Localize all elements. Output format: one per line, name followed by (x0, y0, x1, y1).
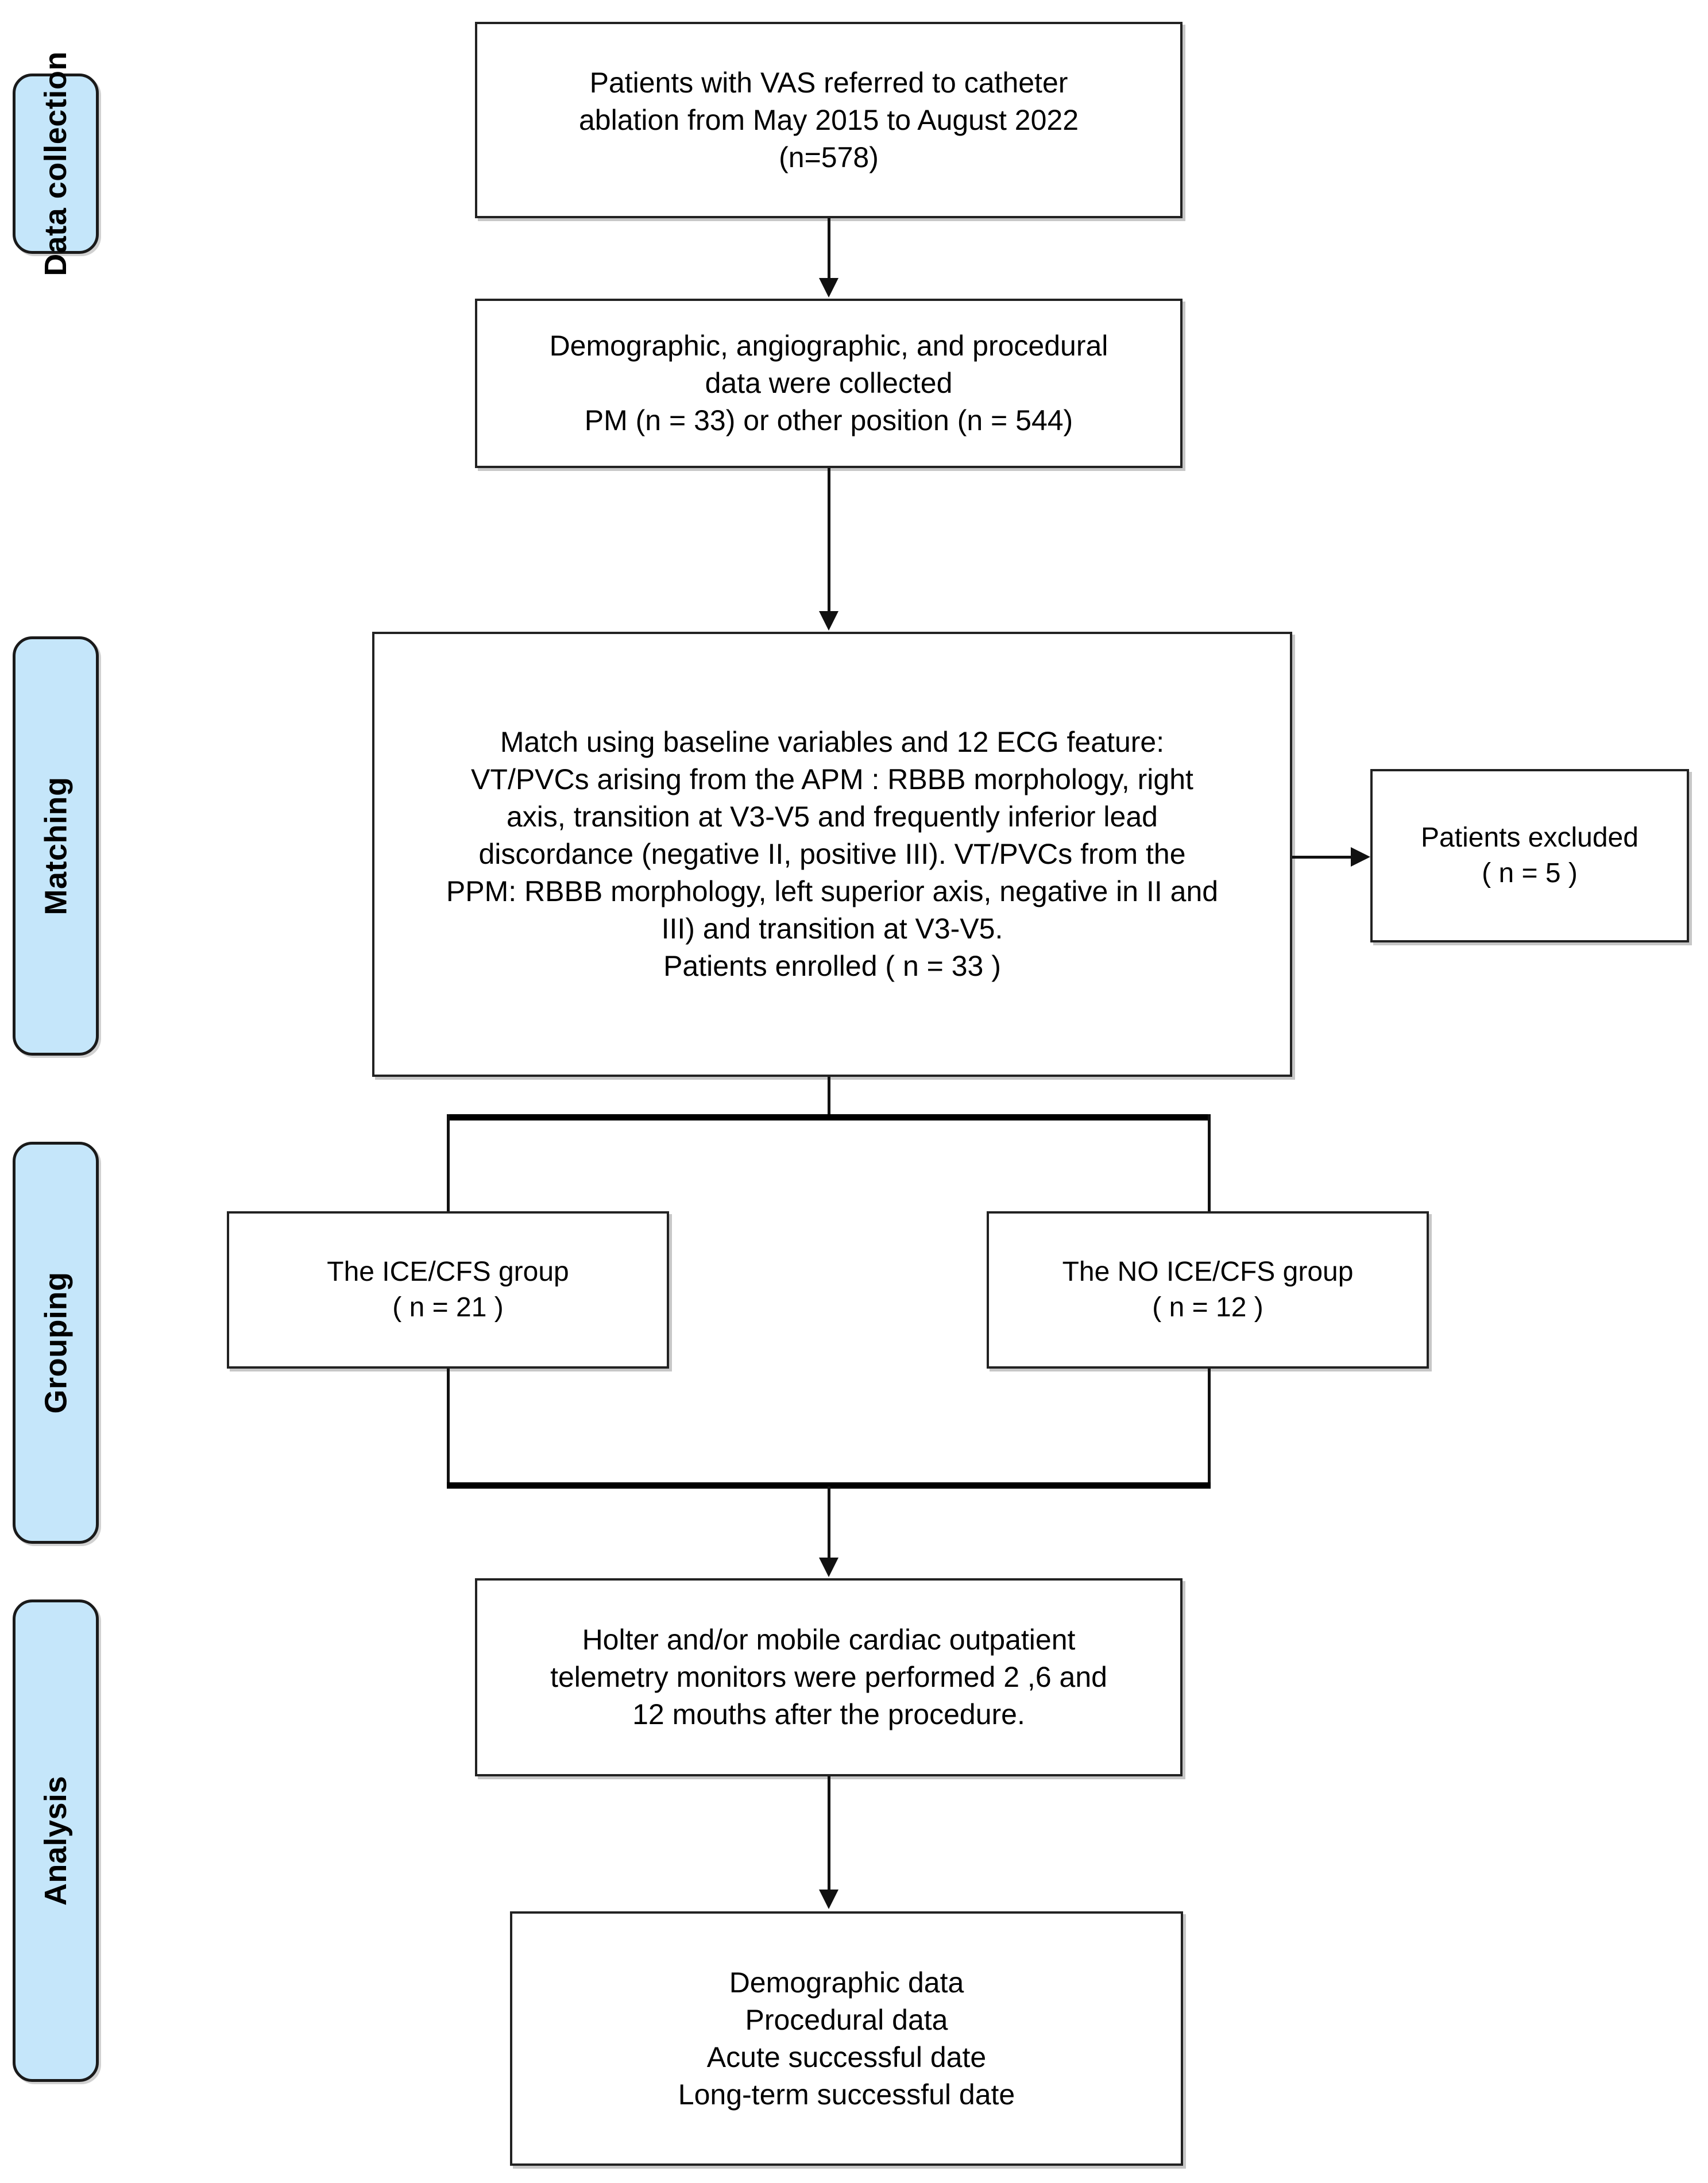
node-ice-cfs-group-text: The ICE/CFS group ( n = 21 ) (327, 1256, 569, 1323)
edge-referred-to-collected-arrow (819, 278, 838, 297)
node-outcome-measures-text: Demographic data Procedural data Acute s… (678, 1966, 1015, 2111)
node-referred-patients: Patients with VAS referred to catheter a… (475, 22, 1183, 218)
stage-label-matching: Matching (38, 776, 73, 915)
node-no-ice-cfs-group-text: The NO ICE/CFS group ( n = 12 ) (1062, 1256, 1354, 1323)
edge-matching-split-bar (447, 1114, 1211, 1121)
edge-split-right-drop (1208, 1114, 1211, 1211)
node-data-collected-text: Demographic, angiographic, and procedura… (549, 330, 1108, 436)
edge-collected-to-matching-line (828, 468, 830, 613)
node-matching-criteria-text: Match using baseline variables and 12 EC… (446, 726, 1219, 982)
node-no-ice-cfs-group: The NO ICE/CFS group ( n = 12 ) (987, 1211, 1429, 1369)
node-patients-excluded: Patients excluded ( n = 5 ) (1370, 769, 1689, 942)
edge-matching-to-excluded-arrow (1351, 847, 1370, 867)
node-matching-criteria: Match using baseline variables and 12 EC… (372, 632, 1292, 1077)
edge-matching-split-stem (828, 1077, 830, 1117)
node-followup-monitoring-text: Holter and/or mobile cardiac outpatient … (550, 1624, 1107, 1730)
stage-label-data-collection: Data collection (38, 51, 73, 276)
edge-followup-to-outcomes-arrow (819, 1890, 838, 1909)
node-patients-excluded-text: Patients excluded ( n = 5 ) (1421, 822, 1639, 888)
edge-split-left-drop (447, 1114, 450, 1211)
edge-followup-to-outcomes-line (828, 1776, 830, 1891)
edge-referred-to-collected-line (828, 218, 830, 280)
edge-merge-to-followup-arrow (819, 1558, 838, 1577)
node-followup-monitoring: Holter and/or mobile cardiac outpatient … (475, 1578, 1183, 1776)
edge-collected-to-matching-arrow (819, 611, 838, 631)
edge-matching-to-excluded-line (1292, 856, 1352, 859)
stage-badge-analysis: Analysis (13, 1599, 99, 2082)
stage-badge-data-collection: Data collection (13, 51, 99, 276)
stage-badge-matching: Matching (13, 636, 99, 1056)
node-data-collected: Demographic, angiographic, and procedura… (475, 299, 1183, 468)
stage-label-grouping: Grouping (38, 1272, 74, 1414)
edge-merge-to-followup-stem (828, 1486, 830, 1560)
edge-merge-right-drop (1208, 1369, 1211, 1485)
node-referred-patients-text: Patients with VAS referred to catheter a… (578, 66, 1079, 173)
node-ice-cfs-group: The ICE/CFS group ( n = 21 ) (227, 1211, 669, 1369)
edge-merge-left-drop (447, 1369, 450, 1485)
stage-label-analysis: Analysis (38, 1775, 73, 1906)
edge-merge-bar (447, 1482, 1211, 1489)
stage-badge-grouping: Grouping (13, 1142, 99, 1544)
node-outcome-measures: Demographic data Procedural data Acute s… (510, 1911, 1183, 2166)
